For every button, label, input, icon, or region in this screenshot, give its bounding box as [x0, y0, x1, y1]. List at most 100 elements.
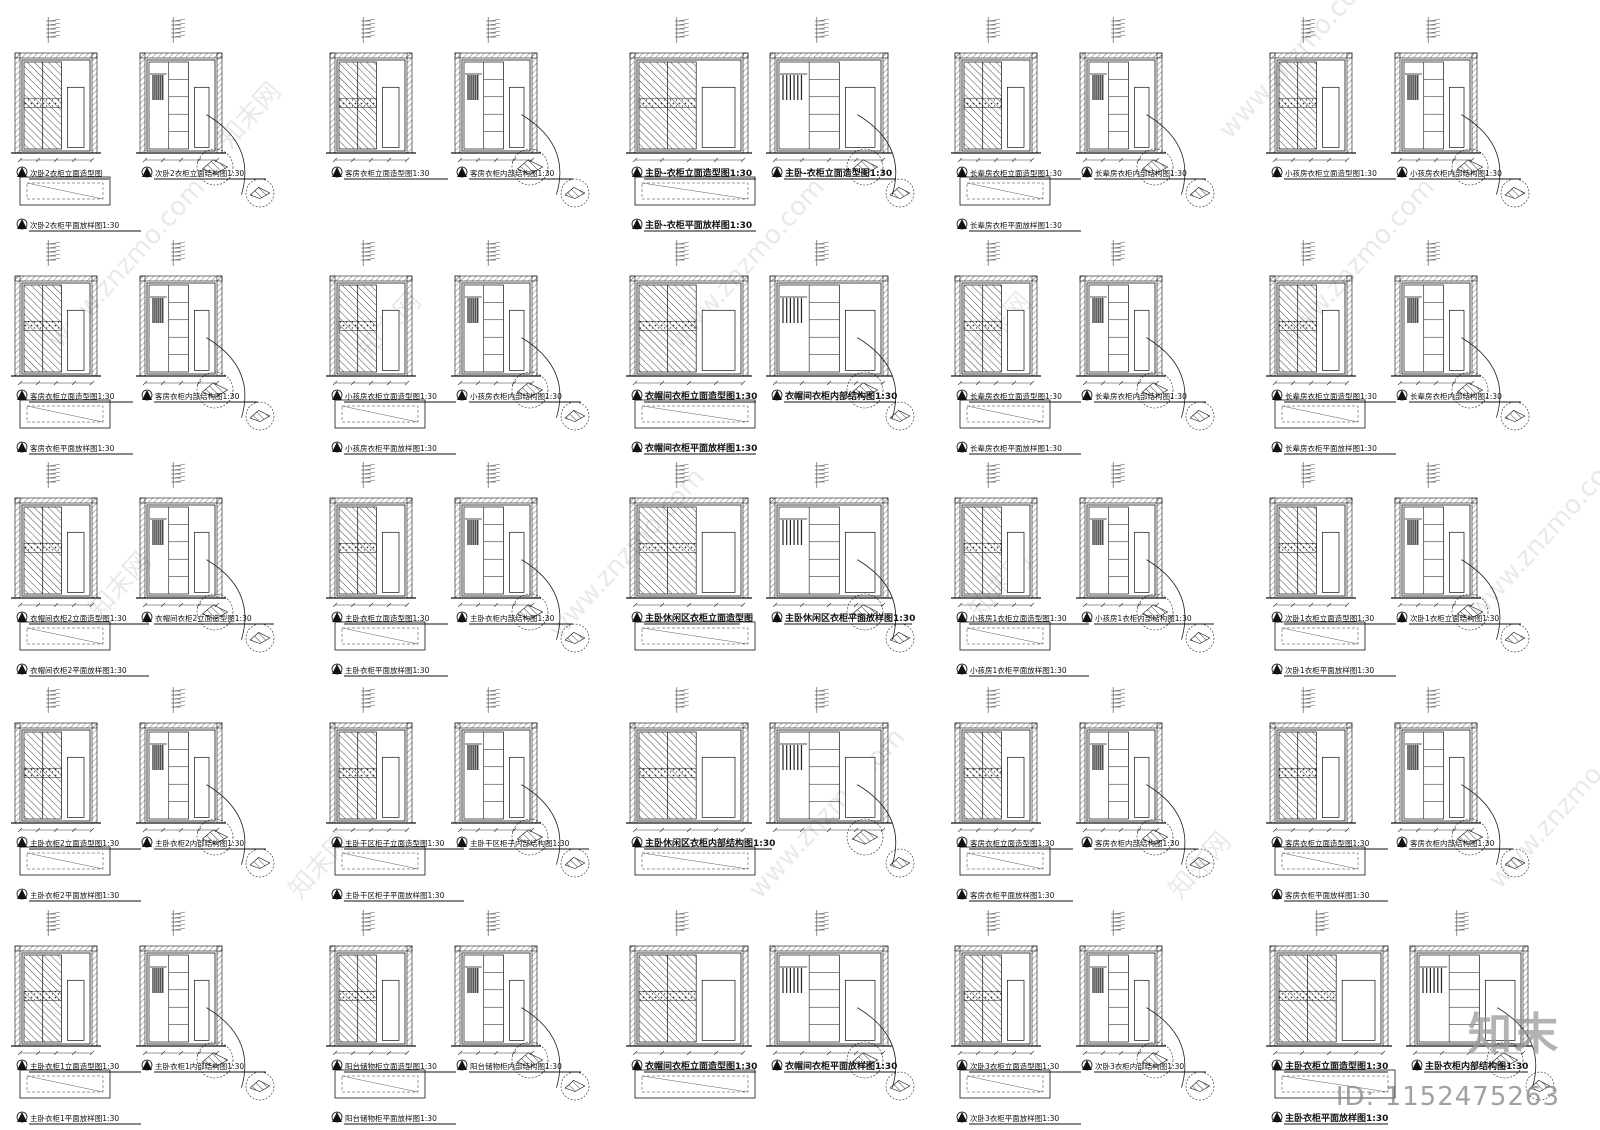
- drawing-title: 小孩房衣柜内部结构图1:30: [470, 391, 562, 401]
- drawing-title: 主卧休闲区衣柜内部结构图1:30: [645, 837, 775, 849]
- drawing-title: 主卧-衣柜立面造型图1:30: [785, 167, 892, 179]
- drawing-title: 小孩房1衣柜内部结构图1:30: [1095, 613, 1192, 623]
- wardrobe-drawing-panel: 主卧衣柜立面造型图1:30 主卧衣柜内部结构图1:30 主卧衣柜平面放样图1:30: [326, 462, 590, 677]
- wardrobe-drawing-panel: 主卧干区柜子立面造型图1:30 主卧干区柜子内部结构图1:30 主卧干区柜子平面放样…: [326, 687, 590, 902]
- watermark-text: 知末网: [213, 77, 287, 155]
- drawing-title: 主卧衣柜平面放样图1:30: [1285, 1112, 1388, 1124]
- drawing-title: 次卧3衣柜内部结构图1:30: [1095, 1061, 1184, 1071]
- panel-layer: 次卧2衣柜立面造型图 次卧2衣柜立面结构图1:30 次卧2衣柜平面放样图1:30 客房…: [11, 17, 1555, 1125]
- wardrobe-drawing-panel: 小孩房1衣柜立面造型图1:30 小孩房1衣柜内部结构图1:30 小孩房1衣柜平面放样…: [951, 462, 1215, 677]
- drawing-title: 长辈房衣柜平面放样图1:30: [1285, 443, 1377, 453]
- drawing-title: 长辈房衣柜内部结构图1:30: [1095, 391, 1187, 401]
- drawing-title: 主卧衣柜内部结构图1:30: [470, 613, 555, 623]
- wardrobe-drawing-panel: 主卧衣柜2立面造型图1:30 主卧衣柜2内部结构图1:30 主卧衣柜2平面放样图1:…: [11, 687, 275, 902]
- drawing-title: 主卧干区柜子内部结构图1:30: [470, 838, 570, 848]
- drawing-title: 主卧衣柜2立面造型图1:30: [30, 838, 119, 848]
- drawing-title: 主卧衣柜2内部结构图1:30: [155, 838, 244, 848]
- drawing-title: 长辈房衣柜内部结构图1:30: [1095, 168, 1187, 178]
- drawing-title: 次卧1衣柜平面放样图1:30: [1285, 665, 1374, 675]
- drawing-title: 客房衣柜平面放样图1:30: [30, 443, 115, 453]
- drawing-title: 次卧2衣柜立面造型图: [30, 168, 102, 178]
- drawing-title: 衣帽间衣柜立面造型图1:30: [645, 1060, 757, 1072]
- wardrobe-drawing-panel: 小孩房衣柜立面造型图1:30 小孩房衣柜内部结构图1:30: [1266, 17, 1530, 208]
- drawing-title: 次卧3衣柜立面造型图1:30: [970, 1061, 1059, 1071]
- drawing-title: 次卧1衣柜立面造型图1:30: [1285, 613, 1374, 623]
- wardrobe-drawing-panel: 主卧休闲区衣柜内部结构图1:30: [626, 687, 915, 878]
- drawing-title: 长辈房衣柜立面造型图1:30: [970, 391, 1062, 401]
- watermark-text: www.znzmo.com: [1463, 443, 1600, 625]
- drawing-title: 主卧衣柜立面造型图1:30: [345, 613, 430, 623]
- wardrobe-drawing-panel: 衣帽间衣柜2立面造型图1:30 衣帽间衣柜2立面造型图1:30 衣帽间衣柜2平面放样…: [11, 462, 275, 677]
- drawing-title: 主卧-衣柜平面放样图1:30: [645, 219, 752, 231]
- wardrobe-drawing-panel: 客房衣柜立面造型图1:30 客房衣柜内部结构图1:30 客房衣柜平面放样图1:30: [1266, 687, 1530, 902]
- drawing-title: 阳台储物柜内部结构图1:30: [470, 1061, 562, 1071]
- drawing-title: 主卧干区柜子平面放样图1:30: [345, 890, 445, 900]
- wardrobe-drawing-panel: 衣帽间衣柜立面造型图1:30 衣帽间衣柜平面放样图1:30: [626, 910, 915, 1101]
- wardrobe-drawing-panel: 次卧1衣柜立面造型图1:30 次卧1衣柜立面结构图1:30 次卧1衣柜平面放样图1:…: [1266, 462, 1530, 677]
- wardrobe-drawing-panel: 主卧-衣柜立面造型图1:30 主卧-衣柜立面造型图1:30 主卧-衣柜平面放样图1:…: [626, 17, 915, 232]
- wardrobe-drawing-panel: 次卧3衣柜立面造型图1:30 次卧3衣柜内部结构图1:30 次卧3衣柜平面放样图1:…: [951, 910, 1215, 1125]
- drawing-title: 长辈房衣柜立面造型图1:30: [970, 168, 1062, 178]
- drawing-title: 阳台储物柜立面造型图1:30: [345, 1061, 437, 1071]
- drawing-title: 次卧2衣柜立面结构图1:30: [155, 168, 244, 178]
- drawing-title: 衣帽间衣柜平面放样图1:30: [785, 1060, 897, 1072]
- wardrobe-drawing-panel: 小孩房衣柜立面造型图1:30 小孩房衣柜内部结构图1:30 小孩房衣柜平面放样图1:…: [326, 240, 590, 455]
- drawing-title: 客房衣柜内部结构图1:30: [155, 391, 240, 401]
- wardrobe-drawing-panel: 次卧2衣柜立面造型图 次卧2衣柜立面结构图1:30 次卧2衣柜平面放样图1:30: [11, 17, 275, 232]
- drawing-title: 衣帽间衣柜2立面造型图1:30: [155, 613, 252, 623]
- drawing-title: 小孩房衣柜立面造型图1:30: [1285, 168, 1377, 178]
- drawing-title: 长辈房衣柜平面放样图1:30: [970, 220, 1062, 230]
- drawing-title: 次卧2衣柜平面放样图1:30: [30, 220, 119, 230]
- drawing-title: 主卧休闲区衣柜立面造型图: [645, 612, 753, 624]
- drawing-title: 主卧衣柜1立面造型图1:30: [30, 1061, 119, 1071]
- drawing-title: 主卧衣柜内部结构图1:30: [1425, 1060, 1528, 1072]
- drawing-title: 客房衣柜立面造型图1:30: [345, 168, 430, 178]
- drawing-title: 客房衣柜平面放样图1:30: [1285, 890, 1370, 900]
- drawing-title: 衣帽间衣柜平面放样图1:30: [645, 442, 757, 454]
- drawing-title: 衣帽间衣柜内部结构图1:30: [785, 390, 897, 402]
- drawing-title: 主卧衣柜1内部结构图1:30: [155, 1061, 244, 1071]
- drawing-title: 客房衣柜立面造型图1:30: [970, 838, 1055, 848]
- wardrobe-drawing-panel: 长辈房衣柜立面造型图1:30 长辈房衣柜内部结构图1:30 长辈房衣柜平面放样图1:…: [1266, 240, 1530, 455]
- drawing-title: 客房衣柜内部结构图1:30: [1095, 838, 1180, 848]
- wardrobe-drawing-panel: 客房衣柜立面造型图1:30 客房衣柜内部结构图1:30: [326, 17, 590, 208]
- drawing-title: 主卧衣柜1平面放样图1:30: [30, 1113, 119, 1123]
- drawing-title: 主卧衣柜2平面放样图1:30: [30, 890, 119, 900]
- wardrobe-drawing-panel: 长辈房衣柜立面造型图1:30 长辈房衣柜内部结构图1:30 长辈房衣柜平面放样图1:…: [951, 240, 1215, 455]
- wardrobe-drawing-panel: 阳台储物柜立面造型图1:30 阳台储物柜内部结构图1:30 阳台储物柜平面放样图1:…: [326, 910, 590, 1125]
- wardrobe-drawing-panel: 客房衣柜立面造型图1:30 客房衣柜内部结构图1:30 客房衣柜平面放样图1:30: [11, 240, 275, 455]
- drawing-title: 主卧-衣柜立面造型图1:30: [645, 167, 752, 179]
- wardrobe-drawing-panel: 客房衣柜立面造型图1:30 客房衣柜内部结构图1:30 客房衣柜平面放样图1:30: [951, 687, 1215, 902]
- drawing-title: 衣帽间衣柜2立面造型图1:30: [30, 613, 127, 623]
- wardrobe-drawing-panel: 主卧衣柜1立面造型图1:30 主卧衣柜1内部结构图1:30 主卧衣柜1平面放样图1:…: [11, 910, 275, 1125]
- drawing-title: 小孩房衣柜内部结构图1:30: [1410, 168, 1502, 178]
- drawing-title: 客房衣柜平面放样图1:30: [970, 890, 1055, 900]
- wardrobe-drawing-panel: 主卧休闲区衣柜立面造型图 主卧休闲区衣柜平面放样图1:30: [626, 462, 915, 653]
- drawing-title: 客房衣柜立面造型图1:30: [30, 391, 115, 401]
- drawing-title: 客房衣柜内部结构图1:30: [1410, 838, 1495, 848]
- drawing-title: 衣帽间衣柜立面造型图1:30: [645, 390, 757, 402]
- drawing-title: 小孩房衣柜平面放样图1:30: [345, 443, 437, 453]
- drawing-title: 小孩房1衣柜立面造型图1:30: [970, 613, 1067, 623]
- image-id-label: ID: 1152475263: [1335, 1082, 1560, 1112]
- drawing-title: 主卧衣柜立面造型图1:30: [1285, 1060, 1388, 1072]
- drawing-title: 阳台储物柜平面放样图1:30: [345, 1113, 437, 1123]
- wardrobe-drawing-panel: 主卧衣柜立面造型图1:30 主卧衣柜内部结构图1:30 主卧衣柜平面放样图1:30: [1266, 910, 1555, 1125]
- drawing-title: 次卧1衣柜立面结构图1:30: [1410, 613, 1499, 623]
- drawing-title: 主卧干区柜子立面造型图1:30: [345, 838, 445, 848]
- drawing-title: 客房衣柜立面造型图1:30: [1285, 838, 1370, 848]
- watermark-text: www.znzmo.com: [1483, 713, 1600, 895]
- drawing-title: 长辈房衣柜内部结构图1:30: [1410, 391, 1502, 401]
- drawing-title: 主卧衣柜平面放样图1:30: [345, 665, 430, 675]
- drawing-title: 客房衣柜内部结构图1:30: [470, 168, 555, 178]
- drawing-title: 衣帽间衣柜2平面放样图1:30: [30, 665, 127, 675]
- drawing-title: 小孩房衣柜立面造型图1:30: [345, 391, 437, 401]
- brand-logo: 知末: [1468, 1009, 1560, 1060]
- drawing-title: 小孩房1衣柜平面放样图1:30: [970, 665, 1067, 675]
- drawing-title: 长辈房衣柜平面放样图1:30: [970, 443, 1062, 453]
- drawing-title: 主卧休闲区衣柜平面放样图1:30: [785, 612, 915, 624]
- drawing-title: 长辈房衣柜立面造型图1:30: [1285, 391, 1377, 401]
- drawing-title: 次卧3衣柜平面放样图1:30: [970, 1113, 1059, 1123]
- wardrobe-drawing-panel: 长辈房衣柜立面造型图1:30 长辈房衣柜内部结构图1:30 长辈房衣柜平面放样图1:…: [951, 17, 1215, 232]
